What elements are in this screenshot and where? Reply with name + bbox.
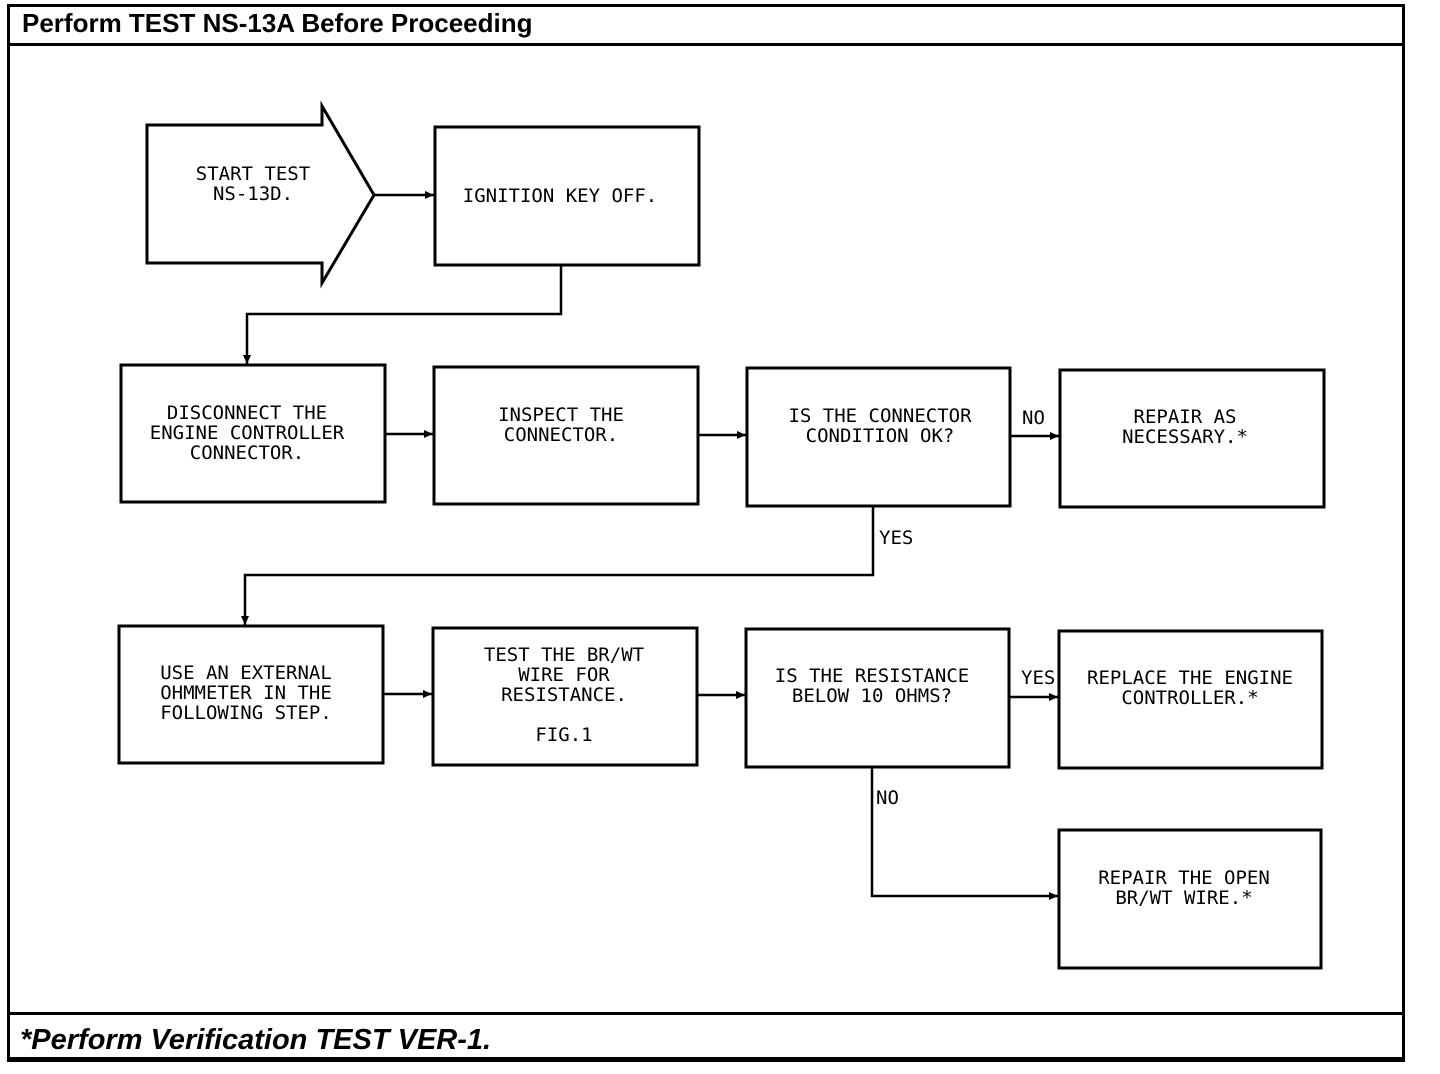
- connector-connector-ok-yes: [241, 506, 875, 625]
- node-text-line: ENGINE CONTROLLER: [150, 422, 345, 444]
- box-replace: [1057, 629, 1324, 770]
- box-inspect: [432, 365, 700, 506]
- connector-resistance-no: [870, 767, 1058, 900]
- node-text-line: DISCONNECT THE: [167, 402, 327, 424]
- node-text-line: FIG.1: [535, 724, 592, 746]
- header-bar: [7, 4, 1405, 46]
- box-repair-open: [1057, 828, 1323, 970]
- node-text-line: OHMMETER IN THE: [160, 682, 332, 704]
- label-connector-yes: YES: [879, 527, 913, 549]
- node-text-line: IS THE CONNECTOR: [788, 405, 972, 427]
- box-connector-ok: [745, 366, 1012, 508]
- node-text-line: TEST THE BR/WT: [484, 644, 644, 666]
- node-text-line: CONDITION OK?: [806, 425, 955, 447]
- box-resistance: [744, 627, 1011, 769]
- page-title: Perform TEST NS-13A Before Proceeding: [22, 8, 533, 38]
- node-text-line: REPLACE THE ENGINE: [1087, 667, 1293, 689]
- node-text-line: INSPECT THE: [498, 404, 624, 426]
- node-text-line: WIRE FOR: [518, 664, 610, 686]
- box-disconnect: [119, 363, 387, 504]
- node-text-line: RESISTANCE.: [501, 684, 627, 706]
- start-arrow-shape: [145, 100, 376, 289]
- node-text-line: NS-13D.: [213, 183, 293, 205]
- node-text-line: REPAIR AS: [1134, 406, 1237, 428]
- box-repair-necessary: [1058, 368, 1326, 509]
- node-text-line: CONNECTOR.: [190, 442, 304, 464]
- node-text-line: START TEST: [196, 163, 310, 185]
- label-connector-no: NO: [1022, 407, 1045, 429]
- node-text-line: IGNITION KEY OFF.: [463, 185, 657, 207]
- node-text-line: NECESSARY.*: [1122, 426, 1248, 448]
- node-text-line: FOLLOWING STEP.: [160, 702, 332, 724]
- label-resistance-yes: YES: [1021, 667, 1055, 689]
- footer-note: *Perform Verification TEST VER-1.: [20, 1024, 492, 1056]
- connector-ignition-disconnect: [243, 265, 563, 364]
- node-text-line: BELOW 10 OHMS?: [792, 685, 952, 707]
- node-text-line: CONNECTOR.: [504, 424, 618, 446]
- node-text-line: REPAIR THE OPEN: [1098, 867, 1270, 889]
- label-resistance-no: NO: [876, 787, 899, 809]
- box-ignition: [433, 125, 701, 267]
- node-text-line: USE AN EXTERNAL: [160, 662, 332, 684]
- box-test-wire: [431, 626, 699, 767]
- node-text-line: IS THE RESISTANCE: [775, 665, 969, 687]
- node-text-line: BR/WT WIRE.*: [1115, 887, 1252, 909]
- box-ohmmeter: [117, 624, 385, 765]
- node-text-line: CONTROLLER.*: [1121, 687, 1258, 709]
- node-ignition: IGNITION KEY OFF.: [463, 185, 657, 207]
- footer-bar: [7, 1012, 1405, 1062]
